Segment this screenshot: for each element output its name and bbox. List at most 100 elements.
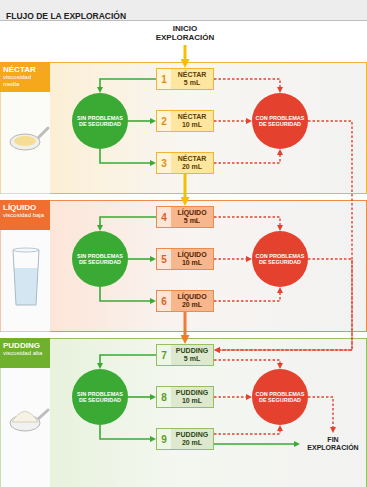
step-number: 5 xyxy=(157,249,171,269)
circle-fill xyxy=(72,231,128,287)
flow-connector xyxy=(214,428,280,434)
step-number: 1 xyxy=(157,69,171,89)
nectar-fill xyxy=(14,136,36,146)
flow-connector xyxy=(214,258,249,259)
step-number: 9 xyxy=(157,429,171,449)
flow-terminal-label: FIN EXPLORACIÓN xyxy=(302,436,364,452)
dose-label: PUDDING 5 mL xyxy=(176,347,208,363)
band-photo xyxy=(1,230,51,332)
water-glass-icon xyxy=(13,248,39,305)
band-photo xyxy=(1,368,51,487)
flow-connector xyxy=(214,120,249,121)
flow-terminal-label: INICIO EXPLORACIÓN xyxy=(151,24,219,42)
step-number: 8 xyxy=(157,387,171,407)
flow-connector xyxy=(100,287,153,301)
band-ground xyxy=(1,63,367,194)
safe-outcome-circle: SIN PROBLEMAS DE SEGURIDAD xyxy=(72,93,128,149)
glass-rim xyxy=(13,248,39,252)
risk-outcome-circle: CON PROBLEMAS DE SEGURIDAD xyxy=(252,93,308,149)
dose-label-cell: LÍQUIDO 20 mL xyxy=(171,291,213,311)
band-title: LÍQUIDO xyxy=(3,203,49,212)
flow-connector xyxy=(100,149,153,163)
spoon-handle xyxy=(37,128,48,139)
dose-label-cell: LÍQUIDO 10 mL xyxy=(171,249,213,269)
pudding-spoon-icon xyxy=(10,410,48,431)
end-arrow xyxy=(214,443,297,445)
band-heading: LÍQUIDOviscosidad baja xyxy=(3,203,49,219)
band-subtitle: viscosidad baja xyxy=(3,212,49,219)
dose-box: 6 LÍQUIDO 20 mL xyxy=(156,290,214,312)
outcome-text: SIN PROBLEMAS DE SEGURIDAD xyxy=(75,115,125,128)
outcome-text: CON PROBLEMAS DE SEGURIDAD xyxy=(255,115,305,128)
spoon-handle xyxy=(37,410,48,420)
band-subtitle: viscosidad media xyxy=(3,74,49,88)
dose-box: 8 PUDDING 10 mL xyxy=(156,386,214,408)
dose-box: 4LÍQUIDO 5 mL xyxy=(156,206,214,228)
flow-connector xyxy=(217,121,352,350)
dose-label-cell: PUDDING 5 mL xyxy=(171,345,213,365)
risk-outcome-circle: CON PROBLEMAS DE SEGURIDAD xyxy=(252,369,308,425)
end-arrow xyxy=(308,397,333,430)
chart-title: FLUJO DE LA EXPLORACIÓN xyxy=(6,11,126,21)
band-tab xyxy=(0,200,50,230)
risk-outcome-circle: CON PROBLEMAS DE SEGURIDAD xyxy=(252,231,308,287)
label-holder: INICIO EXPLORACIÓN xyxy=(151,24,219,42)
label-holder: FIN EXPLORACIÓN xyxy=(302,436,364,452)
circle-fill xyxy=(72,93,128,149)
flow-connector xyxy=(100,425,153,439)
band-heading: NÉCTARviscosidad media xyxy=(3,65,49,88)
flow-connector xyxy=(214,79,280,90)
band-tab xyxy=(0,338,50,368)
step-number: 4 xyxy=(157,207,171,227)
dose-label-cell: NÉCTAR 20 mL xyxy=(171,153,213,173)
dose-box: 3 NÉCTAR 20 mL xyxy=(156,152,214,174)
viscosity-band: LÍQUIDOviscosidad bajaSIN PROBLEMAS DE S… xyxy=(0,200,367,332)
band-heading: PUDDINGviscosidad alta xyxy=(3,341,49,357)
dose-label: PUDDING 10 mL xyxy=(176,389,208,405)
title-bar xyxy=(0,0,367,20)
dose-label: LÍQUIDO 20 mL xyxy=(177,293,206,309)
dose-label-cell: NÉCTAR 10 mL xyxy=(171,111,213,131)
band-title: PUDDING xyxy=(3,341,49,350)
viscosity-band: NÉCTARviscosidad mediaSIN PROBLEMAS DE S… xyxy=(0,62,367,194)
flow-connector xyxy=(214,152,280,163)
band-ground xyxy=(1,201,367,332)
circle-fill xyxy=(72,369,128,425)
band-tab xyxy=(0,62,50,92)
safe-outcome-circle: SIN PROBLEMAS DE SEGURIDAD xyxy=(72,369,128,425)
band-title: NÉCTAR xyxy=(3,65,49,74)
band-ground xyxy=(1,339,367,487)
flow-connector xyxy=(100,355,156,366)
circle-fill xyxy=(252,369,308,425)
outcome-text: SIN PROBLEMAS DE SEGURIDAD xyxy=(75,391,125,404)
dose-label-cell: NÉCTAR 5 mL xyxy=(171,69,213,89)
flow-connector xyxy=(128,396,153,398)
outcome-text: SIN PROBLEMAS DE SEGURIDAD xyxy=(75,253,125,266)
title-holder: FLUJO DE LA EXPLORACIÓN xyxy=(6,5,126,23)
dose-box: 2 NÉCTAR 10 mL xyxy=(156,110,214,132)
dose-label: NÉCTAR 20 mL xyxy=(178,155,207,171)
step-number: 6 xyxy=(157,291,171,311)
step-number: 3 xyxy=(157,153,171,173)
flow-connector xyxy=(214,290,280,301)
dose-box: 5LÍQUIDO 10 mL xyxy=(156,248,214,270)
water-fill xyxy=(14,268,38,305)
dose-label: PUDDING 20 mL xyxy=(176,431,208,447)
outcome-text: CON PROBLEMAS DE SEGURIDAD xyxy=(255,391,305,404)
dose-label-cell: PUDDING 10 mL xyxy=(171,387,213,407)
nectar-spoon-icon xyxy=(10,128,48,150)
glass-outline xyxy=(13,250,39,305)
band-subtitle: viscosidad alta xyxy=(3,350,49,357)
dose-label-cell: PUDDING 20 mL xyxy=(171,429,213,449)
step-number: 7 xyxy=(157,345,171,365)
flow-connector xyxy=(128,258,153,260)
flow-connector xyxy=(214,396,249,397)
start-arrow xyxy=(184,45,187,63)
flow-connector xyxy=(100,79,156,90)
safe-outcome-circle: SIN PROBLEMAS DE SEGURIDAD xyxy=(72,231,128,287)
dose-label: NÉCTAR 10 mL xyxy=(178,113,207,129)
pudding-heap xyxy=(12,412,38,423)
step-number: 2 xyxy=(157,111,171,131)
flow-connector xyxy=(100,217,156,228)
flow-connector xyxy=(214,217,280,228)
